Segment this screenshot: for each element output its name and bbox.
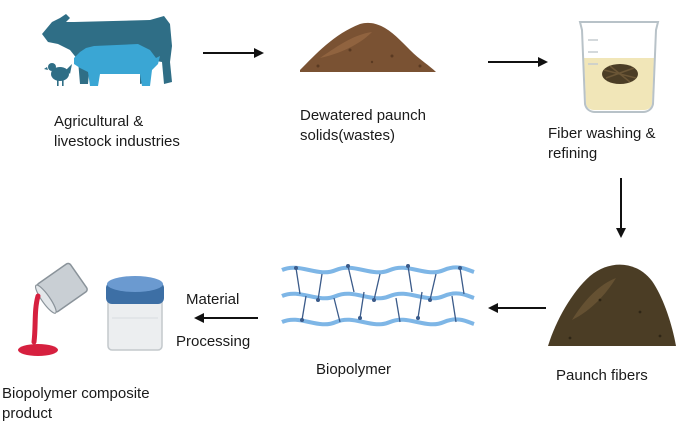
paint-can-icon bbox=[18, 262, 88, 356]
label-biopolymer-composite-product: Biopolymer composite product bbox=[2, 384, 150, 424]
label-product-line2: product bbox=[2, 405, 53, 422]
label-agri-line1: Agricultural & bbox=[54, 113, 144, 130]
label-washing-line1: Fiber washing & bbox=[548, 125, 656, 142]
livestock-icon bbox=[42, 14, 172, 86]
container-jar-icon bbox=[106, 276, 164, 351]
label-fiber-washing: Fiber washing & refining bbox=[548, 124, 656, 164]
label-product-line1: Biopolymer composite bbox=[2, 385, 150, 402]
fiber-pile-icon bbox=[548, 264, 676, 346]
label-dewatered-line2: solids(wastes) bbox=[300, 127, 396, 144]
polymer-network-icon bbox=[281, 264, 475, 327]
label-agricultural-livestock: Agricultural & livestock industries bbox=[54, 112, 180, 152]
soil-pile-icon bbox=[300, 22, 436, 72]
label-dewatered-line1: Dewatered paunch bbox=[300, 107, 426, 124]
label-paunch-fibers: Paunch fibers bbox=[556, 367, 648, 384]
label-agri-line2: livestock industries bbox=[54, 133, 180, 150]
label-material: Material bbox=[186, 291, 240, 308]
beaker-icon bbox=[578, 21, 660, 113]
label-washing-line2: refining bbox=[548, 145, 598, 162]
label-processing: Processing bbox=[176, 333, 251, 350]
label-dewatered-solids: Dewatered paunch solids(wastes) bbox=[300, 106, 426, 146]
label-biopolymer: Biopolymer bbox=[316, 361, 392, 378]
